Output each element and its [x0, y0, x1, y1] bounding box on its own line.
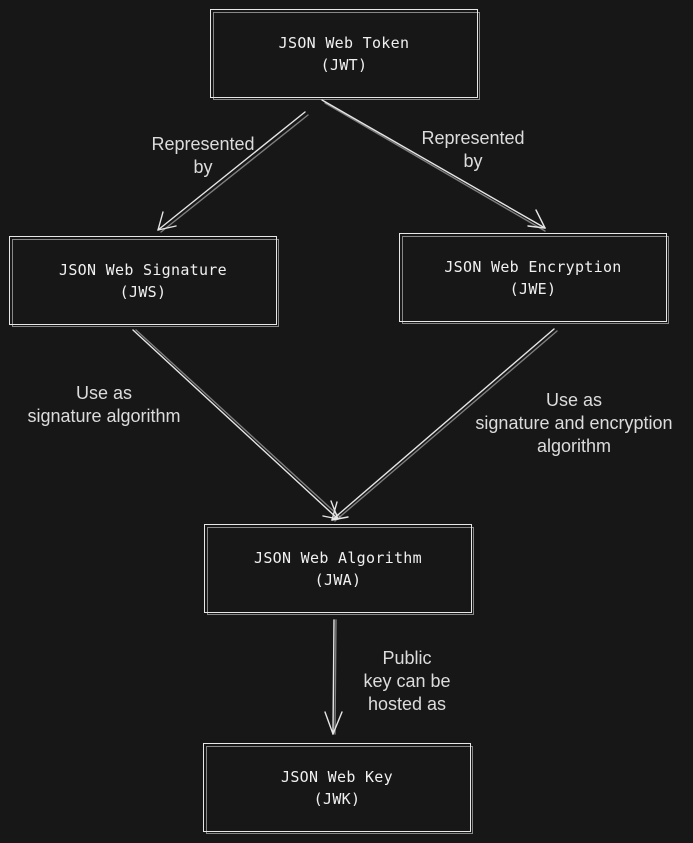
node-jwe-title: JSON Web Encryption	[444, 257, 622, 276]
edge-label-line: Represented	[421, 128, 525, 148]
edge-jwe-to-jwa-arrow	[331, 328, 558, 522]
node-jws-abbr: (JWS)	[119, 282, 167, 301]
node-jwk-abbr: (JWK)	[313, 789, 361, 808]
node-jws-text: JSON Web Signature (JWS)	[59, 259, 227, 303]
node-jwt-text: JSON Web Token (JWT)	[279, 32, 410, 76]
edge-label-jwt-to-jwe: Represented by	[398, 127, 548, 173]
edge-label-jwt-to-jws: Represented by	[128, 133, 278, 179]
edge-label-line: by	[193, 157, 213, 177]
edge-label-line: Use as	[75, 383, 133, 403]
edge-jwa-to-jwk-arrow	[324, 619, 343, 735]
node-jwa-text: JSON Web Algorithm (JWA)	[254, 547, 422, 591]
node-jwe[interactable]: JSON Web Encryption (JWE)	[399, 233, 669, 324]
edge-jwt-to-jws-arrow	[157, 111, 309, 233]
edge-jwt-to-jwe-arrow	[321, 99, 546, 232]
node-jwt[interactable]: JSON Web Token (JWT)	[210, 9, 480, 100]
node-jwk-title: JSON Web Key	[281, 767, 393, 786]
edge-label-jwa-to-jwk: Public key can be hosted as	[349, 647, 465, 716]
edge-label-line: algorithm	[536, 436, 612, 456]
node-jwt-abbr: (JWT)	[320, 55, 368, 74]
node-jwe-abbr: (JWE)	[509, 279, 557, 298]
node-jwa-abbr: (JWA)	[314, 570, 362, 589]
node-jws[interactable]: JSON Web Signature (JWS)	[9, 236, 279, 327]
edge-label-line: Public	[382, 648, 432, 668]
edge-label-line: key can be	[363, 671, 451, 691]
edge-label-line: Represented	[151, 134, 255, 154]
node-jwk[interactable]: JSON Web Key (JWK)	[203, 743, 473, 834]
edge-label-line: Use as	[545, 390, 603, 410]
edge-label-jwe-to-jwa: Use as signature and encryption algorith…	[463, 389, 685, 458]
edge-label-line: signature algorithm	[27, 406, 181, 426]
edge-label-line: by	[463, 151, 483, 171]
node-jwa-title: JSON Web Algorithm	[254, 548, 422, 567]
node-jwa[interactable]: JSON Web Algorithm (JWA)	[204, 524, 474, 615]
node-jwt-title: JSON Web Token	[278, 33, 410, 52]
node-jwe-text: JSON Web Encryption (JWE)	[444, 256, 621, 300]
edge-label-jws-to-jwa: Use as signature algorithm	[10, 382, 198, 428]
edge-label-line: signature and encryption	[475, 413, 673, 433]
node-jwk-text: JSON Web Key (JWK)	[281, 766, 393, 810]
node-jws-title: JSON Web Signature	[59, 260, 227, 279]
edge-label-line: hosted as	[367, 694, 447, 714]
